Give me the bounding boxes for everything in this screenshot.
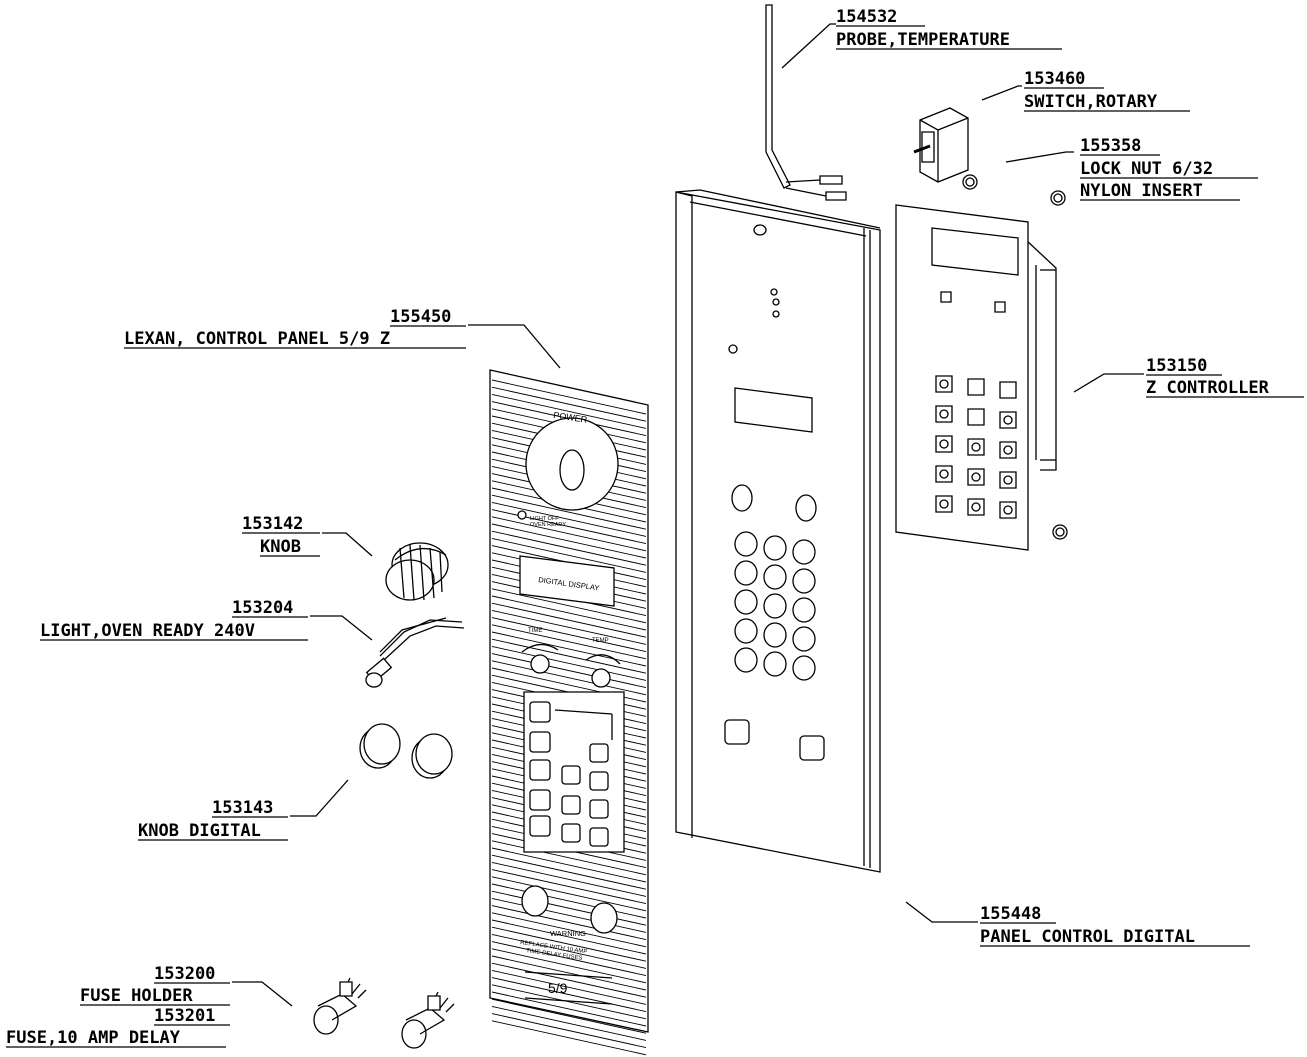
- lexan-control-panel: [490, 370, 648, 1055]
- light-description: LIGHT,OVEN READY 240V: [40, 621, 255, 641]
- panel-key-hole: [793, 627, 815, 651]
- controller-key: [968, 379, 984, 395]
- callout-labels: 154532 PROBE,TEMPERATURE 153460 SWITCH,R…: [6, 7, 1270, 1048]
- lock-nut-top-right: [1051, 191, 1065, 205]
- lexan-key: [530, 702, 550, 722]
- fuse-holder-right: [402, 992, 454, 1048]
- knob-description: KNOB: [260, 537, 301, 557]
- model-label: 5/9: [548, 980, 568, 996]
- controller-key: [968, 439, 984, 455]
- controller-part-number: 153150: [1146, 356, 1207, 376]
- lexan-key: [590, 800, 608, 818]
- fuse-holder-description: FUSE HOLDER: [80, 986, 193, 1006]
- controller-key: [936, 376, 952, 392]
- locknut-part-number: 155358: [1080, 136, 1141, 156]
- temperature-probe: [766, 5, 846, 200]
- fuse-description: FUSE,10 AMP DELAY: [6, 1028, 181, 1048]
- controller-key: [1000, 502, 1016, 518]
- controller-description: Z CONTROLLER: [1146, 378, 1270, 398]
- lock-nut-bottom: [1053, 525, 1067, 539]
- knob-rotary: [386, 543, 448, 600]
- metal-control-panel: [676, 190, 880, 872]
- controller-key: [936, 466, 952, 482]
- lexan-key: [530, 790, 550, 810]
- fuse-part-number: 153201: [154, 1006, 215, 1026]
- knob-digital-left: [360, 724, 400, 768]
- lexan-key: [590, 828, 608, 846]
- panel-key-hole: [764, 594, 786, 618]
- knob-digital-right: [412, 734, 452, 778]
- lexan-part-number: 155450: [390, 307, 451, 327]
- panel-description: PANEL CONTROL DIGITAL: [980, 927, 1195, 947]
- z-controller-board: [896, 205, 1056, 550]
- controller-key: [1000, 472, 1016, 488]
- switch-description: SWITCH,ROTARY: [1024, 92, 1158, 112]
- controller-key: [1000, 442, 1016, 458]
- panel-key-hole: [735, 648, 757, 672]
- lexan-key: [562, 766, 580, 784]
- controller-key: [1000, 412, 1016, 428]
- controller-key: [968, 409, 984, 425]
- lexan-key: [530, 816, 550, 836]
- fuse-holder-left: [314, 978, 366, 1034]
- temp-label: TEMP: [592, 638, 609, 644]
- power-label: POWER: [553, 410, 589, 425]
- controller-key: [936, 436, 952, 452]
- lexan-description: LEXAN, CONTROL PANEL 5/9 Z: [124, 329, 390, 349]
- controller-key: [1000, 382, 1016, 398]
- light-label-1: LIGHT OFF: [530, 516, 559, 522]
- controller-key: [936, 406, 952, 422]
- panel-key-hole: [764, 652, 786, 676]
- knob-part-number: 153142: [242, 514, 303, 534]
- rotary-switch: [914, 108, 968, 182]
- fuse-holder-part-number: 153200: [154, 964, 215, 984]
- light-label-2: OVEN READY: [530, 522, 566, 528]
- lexan-key: [562, 796, 580, 814]
- leader-lines: [232, 24, 1144, 1006]
- panel-key-hole: [735, 590, 757, 614]
- lexan-key: [530, 732, 550, 752]
- panel-part-number: 155448: [980, 904, 1041, 924]
- panel-key-hole: [764, 623, 786, 647]
- panel-key-hole: [735, 561, 757, 585]
- panel-key-hole: [793, 598, 815, 622]
- panel-key-hole: [793, 656, 815, 680]
- panel-key-hole: [735, 619, 757, 643]
- controller-key: [968, 499, 984, 515]
- light-part-number: 153204: [232, 598, 293, 618]
- oven-ready-light: [366, 618, 464, 687]
- lexan-key: [530, 760, 550, 780]
- locknut-description-1: LOCK NUT 6/32: [1080, 159, 1213, 179]
- knob-digital-description: KNOB DIGITAL: [138, 821, 261, 841]
- lexan-key: [590, 772, 608, 790]
- panel-key-hole: [793, 569, 815, 593]
- callout-underlines: [6, 26, 1304, 1047]
- time-label: TIME: [528, 628, 542, 634]
- lexan-key: [562, 824, 580, 842]
- lock-nut-top-left: [963, 175, 977, 189]
- panel-key-hole: [764, 536, 786, 560]
- panel-key-hole: [793, 540, 815, 564]
- lexan-key: [590, 744, 608, 762]
- knob-digital-part-number: 153143: [212, 798, 273, 818]
- warning-label: WARNING: [550, 929, 586, 938]
- panel-key-hole: [735, 532, 757, 556]
- probe-description: PROBE,TEMPERATURE: [836, 30, 1010, 50]
- locknut-description-2: NYLON INSERT: [1080, 181, 1203, 201]
- controller-key: [936, 496, 952, 512]
- panel-key-hole: [764, 565, 786, 589]
- controller-key: [968, 469, 984, 485]
- probe-part-number: 154532: [836, 7, 897, 27]
- switch-part-number: 153460: [1024, 69, 1085, 89]
